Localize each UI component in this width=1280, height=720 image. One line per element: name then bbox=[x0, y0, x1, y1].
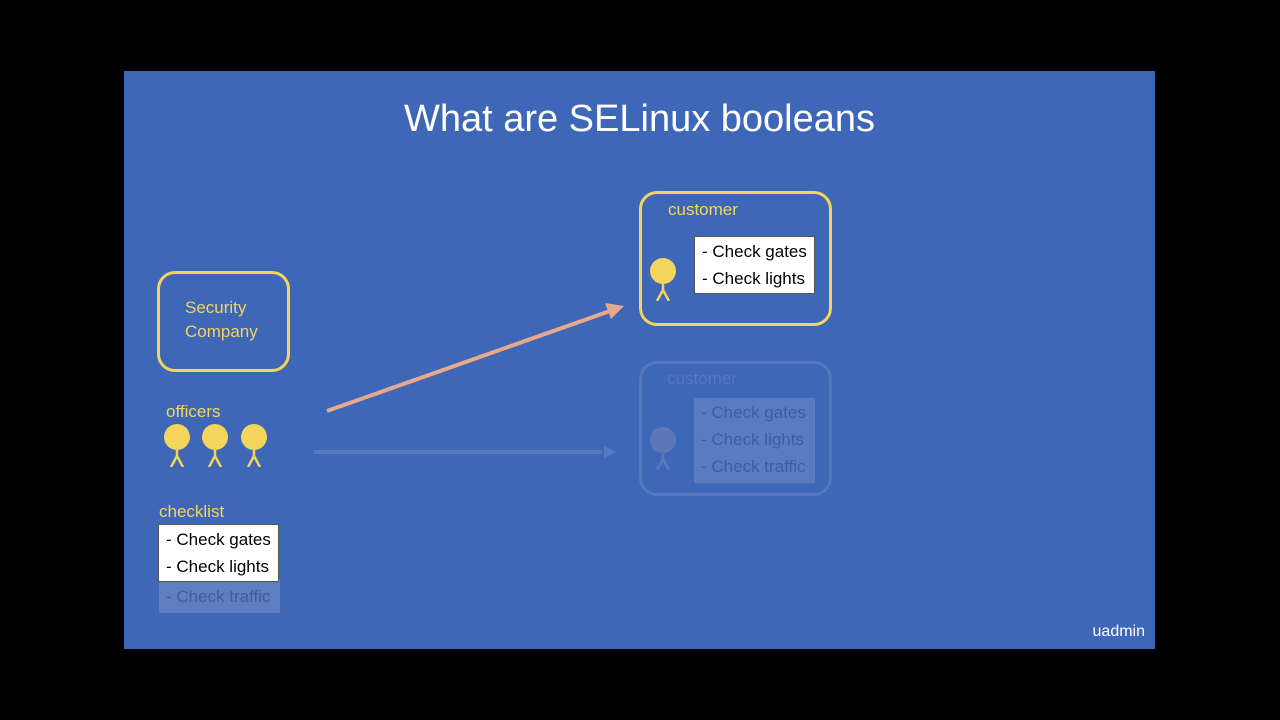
faded-arrow-head bbox=[604, 446, 616, 458]
company-label-line2: Company bbox=[185, 322, 258, 341]
checklist-faded-item: - Check traffic bbox=[159, 579, 280, 613]
slide: What are SELinux booleans Security Compa… bbox=[124, 71, 1155, 649]
checklist-item: - Check lights bbox=[166, 557, 269, 576]
officer-icon bbox=[241, 424, 267, 467]
customer-checklist-item: - Check lights bbox=[702, 269, 805, 288]
faded-customer-item: - Check traffic bbox=[701, 457, 806, 476]
officers-label: officers bbox=[166, 402, 221, 421]
checklist-item: - Check gates bbox=[166, 530, 271, 549]
checklist-box: - Check gates - Check lights bbox=[158, 524, 279, 582]
checklist-label: checklist bbox=[159, 502, 225, 521]
customer-box: customer - Check gates - Check lights bbox=[639, 191, 832, 326]
faded-customer-item: - Check gates bbox=[701, 403, 806, 422]
watermark-label: uadmin bbox=[1092, 623, 1145, 640]
arrows-layer bbox=[314, 303, 624, 458]
assignment-arrow bbox=[326, 309, 611, 413]
faded-customer-icon bbox=[650, 427, 676, 470]
customer-label: customer bbox=[668, 200, 738, 219]
officer-icon bbox=[202, 424, 228, 467]
faded-customer-item: - Check lights bbox=[701, 430, 804, 449]
slide-title: What are SELinux booleans bbox=[403, 98, 876, 140]
customer-icon bbox=[650, 258, 676, 301]
faded-customer-label: customer bbox=[667, 369, 737, 388]
customer-checklist: - Check gates - Check lights bbox=[694, 236, 815, 294]
officer-icon bbox=[164, 424, 190, 467]
company-label-line1: Security bbox=[185, 298, 247, 317]
security-company-box: Security Company bbox=[157, 271, 290, 372]
assignment-arrow-head bbox=[605, 303, 624, 319]
faded-customer-list: - Check gates - Check lights - Check tra… bbox=[694, 398, 815, 483]
security-company-label: Security Company bbox=[185, 296, 258, 344]
faded-customer-box: customer - Check gates - Check lights - … bbox=[639, 361, 832, 496]
customer-checklist-item: - Check gates bbox=[702, 242, 807, 261]
